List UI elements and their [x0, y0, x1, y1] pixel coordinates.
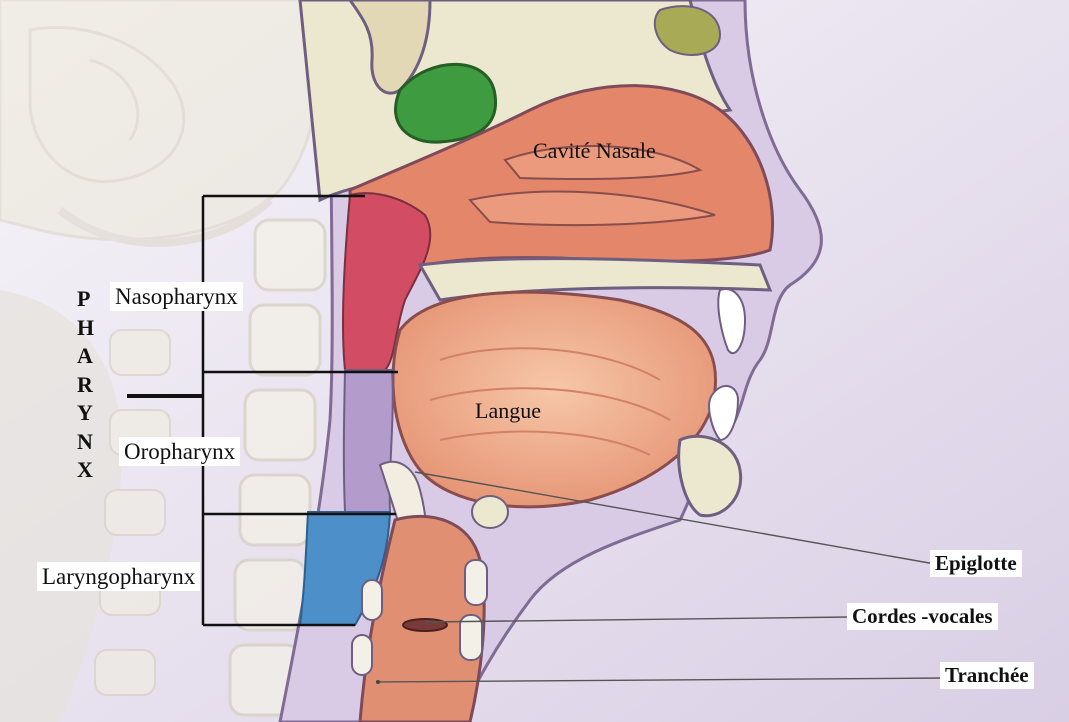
pharynx-letter: Y [77, 399, 94, 428]
nasopharynx-label: Nasopharynx [110, 282, 243, 311]
vocal-cords-shape [403, 619, 447, 631]
trachee-label: Tranchée [940, 662, 1034, 689]
oropharynx-label: Oropharynx [119, 437, 240, 466]
langue-label: Langue [475, 400, 541, 422]
cavite-nasale-label: Cavité Nasale [533, 140, 656, 162]
laryngopharynx-label: Laryngopharynx [37, 562, 200, 591]
pharynx-letter: P [77, 285, 94, 314]
pharynx-letter: R [77, 371, 94, 400]
epiglotte-label: Epiglotte [930, 550, 1022, 577]
pharynx-letter: A [77, 342, 94, 371]
pharynx-letter: N [77, 428, 94, 457]
cordes-vocales-label: Cordes -vocales [847, 603, 998, 630]
pharynx-vertical-label: P H A R Y N X [77, 285, 94, 485]
pharynx-letter: X [77, 456, 94, 485]
pharynx-letter: H [77, 314, 94, 343]
oropharynx-region [344, 370, 393, 512]
hyoid-shape [472, 496, 508, 528]
